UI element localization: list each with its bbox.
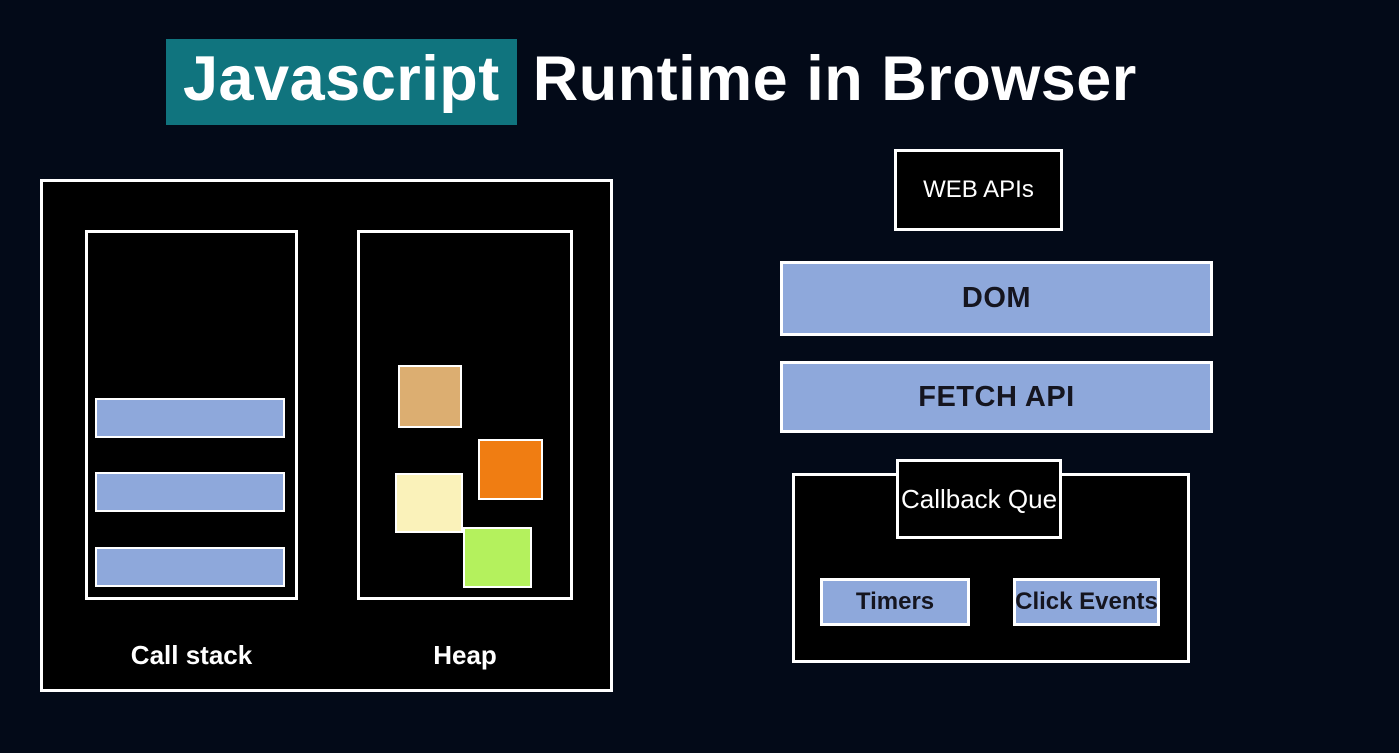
heap-label: Heap — [433, 640, 497, 670]
dom-bar: DOM — [780, 261, 1213, 336]
dom-label: DOM — [961, 282, 1032, 314]
stack-frame — [95, 398, 285, 438]
callback-queue-label: Callback Que — [900, 483, 1058, 514]
heap-box — [357, 230, 573, 600]
web-apis-box: WEB APIs — [894, 149, 1063, 231]
heap-object — [478, 439, 543, 500]
heap-object — [398, 365, 462, 428]
timers-label: Timers — [855, 588, 935, 615]
stack-frame — [95, 547, 285, 587]
page-title: Javascript Runtime in Browser — [166, 39, 1137, 125]
title-highlighted-word: Javascript — [166, 39, 517, 125]
web-apis-label: WEB APIs — [923, 176, 1034, 203]
fetch-api-label: FETCH API — [918, 380, 1075, 413]
click-events-box: Click Events — [1013, 578, 1160, 626]
stack-frame — [95, 472, 285, 512]
heap-object — [395, 473, 463, 533]
call-stack-box — [85, 230, 298, 600]
heap-object — [463, 527, 532, 588]
timers-box: Timers — [820, 578, 970, 626]
click-events-label: Click Events — [1015, 588, 1158, 615]
title-rest-text: Runtime in Browser — [532, 44, 1137, 114]
js-runtime-container: Call stack Heap — [40, 179, 613, 692]
call-stack-label: Call stack — [130, 640, 253, 670]
callback-queue-box: Callback Que — [896, 459, 1062, 539]
fetch-api-bar: FETCH API — [780, 361, 1213, 433]
